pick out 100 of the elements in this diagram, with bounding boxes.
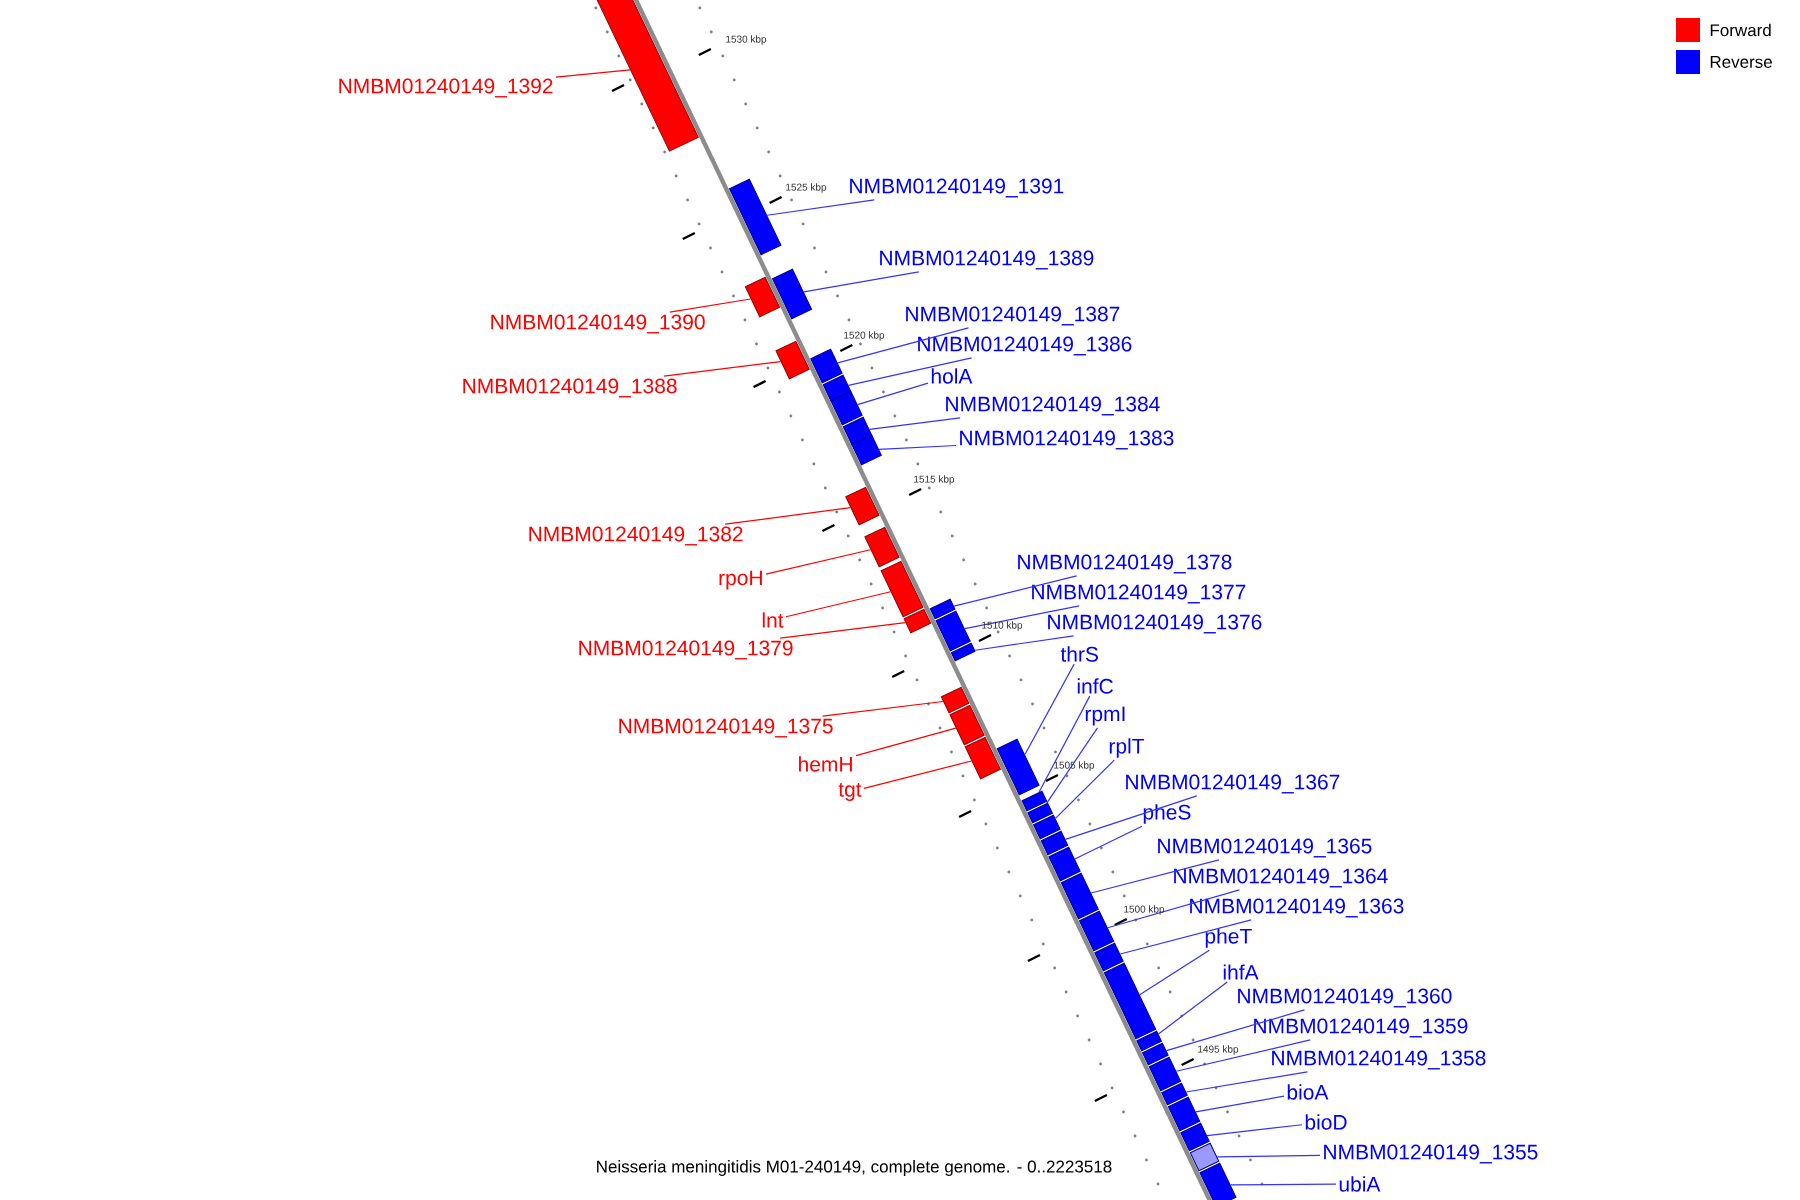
gene-block [1148, 1056, 1182, 1092]
leader-line [766, 199, 875, 216]
gene-label: holA [931, 368, 973, 384]
gene-block [744, 276, 781, 318]
gene-label: NMBM01240149_1367 [1126, 774, 1340, 794]
gene-block [1180, 1122, 1210, 1152]
gene-block [729, 178, 782, 256]
gene-block [1021, 790, 1048, 812]
gene-label: NMBM01240149_1363 [1190, 898, 1404, 918]
leader-line [1054, 759, 1115, 819]
leader-line [863, 760, 973, 789]
gene-block [775, 340, 810, 380]
leader-line [1195, 1095, 1285, 1113]
leader-line [1230, 1183, 1337, 1186]
gene-label: rpoH [719, 570, 762, 590]
leader-line [779, 621, 906, 639]
gene-label: rplT [1109, 738, 1145, 758]
gene-label: NMBM01240149_1382 [529, 526, 743, 546]
leader-line [1090, 859, 1220, 894]
gene-block [1033, 814, 1061, 840]
leader-line [855, 727, 957, 757]
gene-label: NMBM01240149_1376 [1048, 614, 1262, 634]
gene-block [1027, 802, 1053, 824]
gene-label: NMBM01240149_1392 [339, 78, 553, 98]
gene-block [929, 598, 956, 620]
gene-block [1167, 1096, 1201, 1132]
gene-label: NMBM01240149_1384 [946, 396, 1160, 416]
gene-label: hemH [799, 756, 852, 772]
gene-label: NMBM01240149_1386 [918, 336, 1132, 356]
gene-block [903, 608, 932, 634]
gene-label: infC [1077, 678, 1113, 694]
gene-block [810, 348, 843, 384]
gene-block [1060, 872, 1099, 920]
leader-line [953, 575, 1078, 607]
gene-label: lnt [762, 612, 784, 628]
leader-line [1064, 795, 1198, 840]
gene-label: NMBM01240149_1360 [1238, 988, 1452, 1008]
leader-line [1024, 663, 1075, 756]
gene-block [1199, 1162, 1237, 1200]
leader-line [822, 700, 944, 717]
leader-line [974, 635, 1075, 651]
gene-label: ihfA [1223, 964, 1259, 980]
leader-line [1165, 1009, 1306, 1052]
leader-line [1119, 919, 1252, 955]
leader-line [857, 382, 929, 406]
leader-line [964, 605, 1080, 630]
gene-block [940, 686, 970, 714]
gene-block [845, 486, 880, 526]
gene-block [1094, 942, 1124, 972]
leader-line [1175, 1039, 1311, 1072]
gene-label: ubiA [1339, 1176, 1381, 1192]
leader-line [803, 271, 920, 293]
gene-label: NMBM01240149_1388 [463, 378, 677, 398]
gene-label: NMBM01240149_1387 [906, 306, 1120, 326]
gene-label: tgt [838, 783, 862, 801]
leader-line [765, 549, 872, 575]
gene-block [830, 390, 863, 426]
leader-line [868, 417, 961, 431]
leader-line [1185, 1071, 1309, 1093]
gene-block [851, 434, 882, 466]
leader-line [663, 360, 782, 377]
gene-block [596, 0, 699, 152]
gene-block [1136, 1030, 1162, 1052]
gene-block [842, 416, 873, 446]
gene-label: NMBM01240149_1358 [1272, 1050, 1486, 1070]
leader-line [669, 298, 752, 313]
gene-block [822, 374, 852, 402]
gene-label: NMBM01240149_1379 [579, 640, 793, 660]
gene-block [1040, 830, 1069, 856]
leader-line [1139, 949, 1210, 996]
gene-label: bioD [1305, 1114, 1347, 1130]
gene-block [996, 738, 1040, 796]
leader-line [847, 357, 973, 386]
gene-label: NMBM01240149_1375 [619, 718, 833, 738]
gene-label: pheT [1205, 928, 1252, 948]
leader-line [1157, 981, 1228, 1035]
leader-line [785, 591, 892, 618]
gene-block [949, 704, 985, 746]
leader-line [1107, 889, 1240, 929]
gene-block [950, 642, 976, 662]
leader-line [878, 444, 957, 450]
gene-label: NMBM01240149_1355 [1324, 1144, 1538, 1164]
gene-block [1103, 962, 1157, 1040]
gene-block [1142, 1042, 1169, 1066]
gene-block [880, 560, 924, 618]
gene-label: bioA [1287, 1084, 1329, 1100]
gene-label: NMBM01240149_1378 [1018, 554, 1232, 574]
gene-label: NMBM01240149_1364 [1174, 868, 1388, 888]
gene-block [772, 268, 813, 320]
gene-block [1161, 1082, 1188, 1106]
gene-label: thrS [1060, 646, 1098, 662]
leader-line [1206, 1124, 1303, 1137]
gene-block [1189, 1142, 1220, 1172]
gene-block [864, 526, 900, 568]
gene-block [964, 736, 1001, 780]
leader-line [1074, 825, 1143, 860]
legend-label: Reverse [1710, 56, 1772, 68]
gene-label: NMBM01240149_1359 [1254, 1018, 1468, 1038]
leader-line [837, 327, 969, 364]
leader-line [1046, 727, 1099, 804]
